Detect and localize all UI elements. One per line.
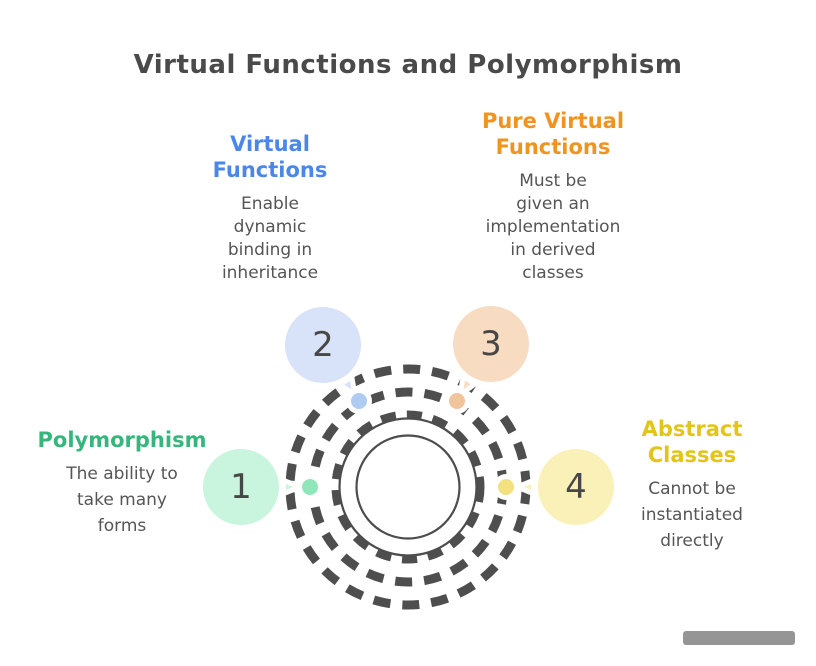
virtual-functions-body-line: inheritance bbox=[221, 263, 319, 283]
pure-virtual-body-line: given an bbox=[516, 194, 590, 214]
virtual-functions-heading-line1: Virtual bbox=[230, 132, 310, 156]
abstract-classes-heading-line1: Abstract bbox=[641, 417, 743, 441]
abstract-classes-body-line: Cannot be bbox=[648, 479, 736, 499]
step-number-1: 1 bbox=[230, 467, 252, 507]
pure-virtual-body-line: Must be bbox=[519, 171, 587, 191]
virtual-functions-description: Enable dynamic binding in inheritance bbox=[175, 193, 365, 285]
pure-virtual-body-line: classes bbox=[522, 263, 584, 283]
abstract-classes-heading: Abstract Classes bbox=[597, 416, 787, 468]
step-circle-4: 4 bbox=[538, 449, 614, 525]
polymorphism-heading-line1: Polymorphism bbox=[37, 428, 207, 452]
step-circle-3: 3 bbox=[453, 306, 529, 382]
watermark-badge bbox=[683, 631, 795, 645]
step-circle-2: 2 bbox=[285, 307, 361, 383]
virtual-functions-body-line: Enable bbox=[241, 194, 299, 214]
step-circle-1: 1 bbox=[203, 449, 279, 525]
group-virtual-functions: Virtual Functions Enable dynamic binding… bbox=[175, 131, 365, 285]
center-ring-outer-outline bbox=[338, 417, 478, 557]
polymorphism-heading: Polymorphism bbox=[27, 427, 217, 453]
diagram-title: Virtual Functions and Polymorphism bbox=[133, 50, 683, 80]
pure-virtual-body-line: implementation bbox=[485, 217, 621, 237]
pure-virtual-functions-heading: Pure Virtual Functions bbox=[458, 108, 648, 160]
step-number-2: 2 bbox=[312, 325, 334, 365]
group-abstract-classes: Abstract Classes Cannot be instantiated … bbox=[597, 416, 787, 554]
pure-virtual-functions-description: Must be given an implementation in deriv… bbox=[458, 170, 648, 285]
center-ring-inner-outline bbox=[355, 434, 461, 540]
pure-virtual-dot bbox=[449, 393, 465, 409]
abstract-classes-heading-line2: Classes bbox=[647, 443, 737, 467]
pure-virtual-heading-line1: Pure Virtual bbox=[481, 109, 625, 133]
abstract-classes-description: Cannot be instantiated directly bbox=[597, 476, 787, 554]
step2-bubble-tail bbox=[333, 369, 358, 398]
polymorphism-body-line: forms bbox=[97, 516, 147, 536]
abstract-classes-body-line: directly bbox=[660, 531, 724, 551]
step-number-4: 4 bbox=[565, 467, 587, 507]
polymorphism-body-line: take many bbox=[77, 490, 167, 510]
polymorphism-body-line: The ability to bbox=[66, 464, 178, 484]
concentric-rings-graphic bbox=[272, 364, 545, 610]
dashed-ring-outer bbox=[285, 364, 531, 610]
step-number-3: 3 bbox=[480, 324, 502, 364]
group-polymorphism: Polymorphism The ability to take many fo… bbox=[27, 427, 217, 539]
virtual-functions-dot bbox=[351, 393, 367, 409]
abstract-classes-dot bbox=[498, 479, 514, 495]
virtual-functions-body-line: dynamic bbox=[233, 217, 307, 237]
center-ring bbox=[339, 418, 477, 556]
abstract-classes-body-line: instantiated bbox=[641, 505, 743, 525]
virtual-functions-heading: Virtual Functions bbox=[175, 131, 365, 183]
group-pure-virtual-functions: Pure Virtual Functions Must be given an … bbox=[458, 108, 648, 285]
virtual-functions-body-line: binding in bbox=[227, 240, 313, 260]
dashed-ring-inner bbox=[331, 410, 485, 564]
polymorphism-description: The ability to take many forms bbox=[27, 461, 217, 539]
polymorphism-dot bbox=[302, 479, 318, 495]
virtual-functions-heading-line2: Functions bbox=[212, 158, 328, 182]
pure-virtual-body-line: in derived bbox=[510, 240, 596, 260]
pure-virtual-heading-line2: Functions bbox=[495, 135, 611, 159]
